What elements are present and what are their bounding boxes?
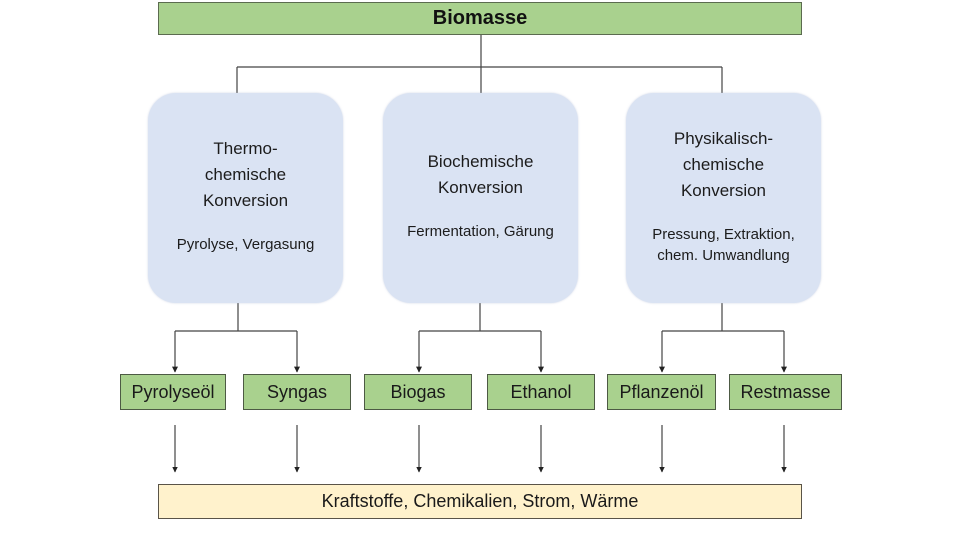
process-2-connector: [416, 303, 544, 373]
product-node-biogas: Biogas: [364, 374, 472, 410]
product-label: Pflanzenöl: [619, 381, 704, 402]
process-subtitle: Pyrolyse, Vergasung: [176, 236, 315, 253]
product-label: Pyrolyseöl: [131, 381, 215, 402]
process-3-connector: [659, 303, 787, 373]
root-label: Biomasse: [432, 7, 528, 29]
output-node: Kraftstoffe, Chemikalien, Strom, Wärme: [158, 484, 802, 519]
output-label: Kraftstoffe, Chemikalien, Strom, Wärme: [321, 491, 639, 511]
process-node-physicochemical: Physikalisch- chemische Konversion Press…: [626, 93, 821, 303]
process-title: Biochemische Konversion: [427, 152, 534, 197]
process-subtitle: Pressung, Extraktion, chem. Umwandlung: [652, 226, 795, 264]
product-label: Biogas: [390, 381, 446, 402]
product-node-pyrolyseoel: Pyrolyseöl: [120, 374, 226, 410]
root-connector: [236, 35, 723, 93]
product-node-pflanzenoel: Pflanzenöl: [607, 374, 716, 410]
process-node-thermochemical: Thermo- chemische Konversion Pyrolyse, V…: [148, 93, 343, 303]
product-node-syngas: Syngas: [243, 374, 351, 410]
product-label: Syngas: [266, 381, 328, 402]
product-node-ethanol: Ethanol: [487, 374, 595, 410]
process-subtitle: Fermentation, Gärung: [407, 223, 554, 240]
process-title: Thermo- chemische Konversion: [202, 139, 289, 210]
process-1-connector: [172, 303, 300, 373]
product-node-restmasse: Restmasse: [729, 374, 842, 410]
root-node-biomasse: Biomasse: [158, 2, 802, 35]
process-title: Physikalisch- chemische Konversion: [673, 129, 774, 200]
product-label: Ethanol: [510, 381, 572, 402]
product-label: Restmasse: [740, 381, 831, 402]
output-arrows: [172, 425, 787, 473]
process-node-biochemical: Biochemische Konversion Fermentation, Gä…: [383, 93, 578, 303]
